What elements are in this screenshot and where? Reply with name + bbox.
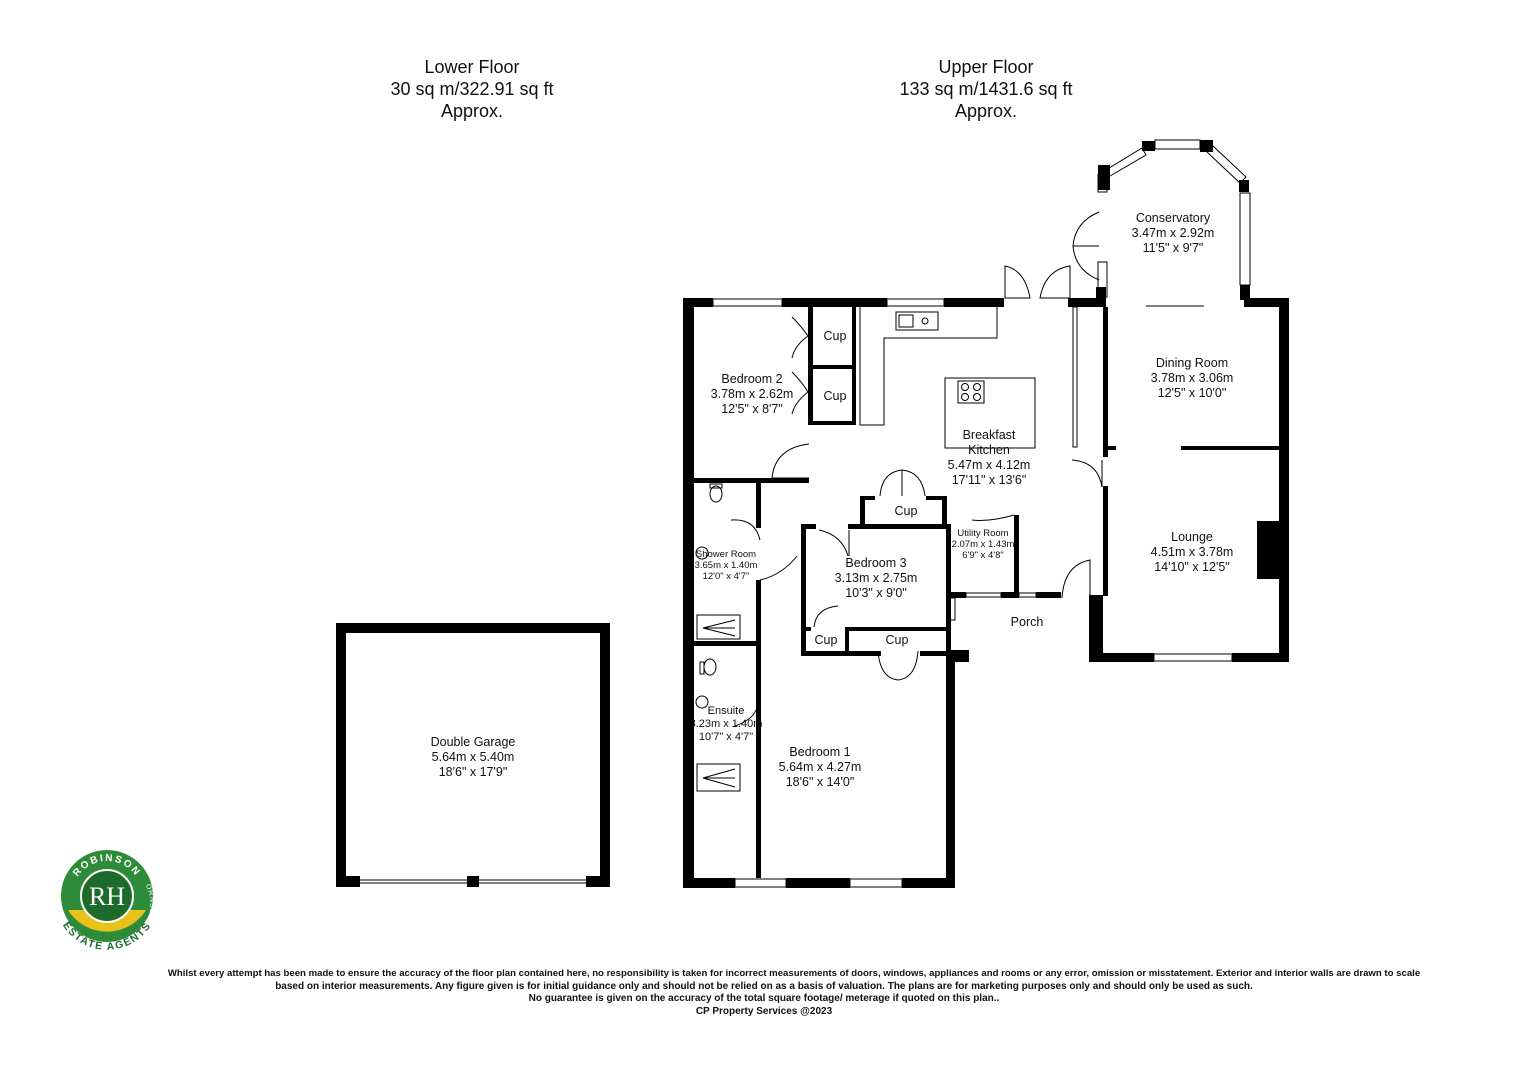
sink-icon <box>895 311 939 331</box>
room-metric: 3.78m x 2.62m <box>710 387 794 401</box>
upper-floor-area: 133 sq m/1431.6 sq ft <box>899 79 1073 99</box>
room-metric: 3.78m x 3.06m <box>1150 371 1234 385</box>
room-conservatory: Conservatory 3.47m x 2.92m 11'5" x 9'7" <box>1132 211 1215 256</box>
room-name: Bedroom 1 <box>789 745 851 759</box>
disclaimer-line-1: Whilst every attempt has been made to en… <box>167 968 1421 979</box>
room-bedroom-2: Bedroom 2 3.78m x 2.62m 12'5" x 8'7" <box>711 372 794 417</box>
hob-icon <box>957 380 985 404</box>
room-imperial: 10'3" x 9'0" <box>845 586 907 600</box>
bathroom-fixtures <box>695 483 741 792</box>
door-swings <box>730 211 1103 727</box>
disclaimer: Whilst every attempt has been made to en… <box>0 968 1528 1018</box>
room-metric: 5.47m x 4.12m <box>947 458 1031 472</box>
logo-inner-circle <box>80 869 134 923</box>
room-metric: 5.64m x 4.27m <box>778 760 862 774</box>
basin-icon-shower <box>695 546 709 560</box>
room-name: Lounge <box>1171 530 1213 544</box>
cup-label: Cup <box>823 329 847 343</box>
windows <box>360 139 1251 888</box>
lower-floor-title: Lower Floor <box>424 57 520 77</box>
room-name: Utility Room <box>957 528 1009 539</box>
logo-initials: RH <box>89 882 125 911</box>
shower-tray-icon <box>696 614 741 640</box>
room-imperial: 12'5" x 8'7" <box>721 402 783 416</box>
upper-floor-title: Upper Floor <box>938 57 1034 77</box>
conservatory-mullions <box>1142 140 1213 152</box>
room-metric: 3.13m x 2.75m <box>834 571 918 585</box>
room-kitchen: Breakfast Kitchen 5.47m x 4.12m 17'11" x… <box>948 428 1031 488</box>
room-lounge: Lounge 4.51m x 3.78m 14'10" x 12'5" <box>1151 530 1234 575</box>
cup-label: Cup <box>814 633 838 647</box>
walls <box>336 165 1289 888</box>
toilet-icon-shower <box>709 485 723 503</box>
room-ensuite: Ensuite 3.23m x 1.40m 10'7" x 4'7" <box>690 705 763 744</box>
room-utility: Utility Room 2.07m x 1.43m 6'9" x 4'8" <box>952 528 1015 561</box>
room-metric: 3.65m x 1.40m <box>694 560 758 571</box>
room-bedroom-3: Bedroom 3 3.13m x 2.75m 10'3" x 9'0" <box>835 556 918 601</box>
room-garage: Double Garage 5.64m x 5.40m 18'6" x 17'9… <box>431 735 516 780</box>
lower-floor-area: 30 sq m/322.91 sq ft <box>390 79 554 99</box>
room-imperial: 18'6" x 14'0" <box>785 775 855 789</box>
lower-floor-note: Approx. <box>440 101 504 121</box>
room-name: Shower Room <box>695 549 757 560</box>
room-imperial: 11'5" x 9'7" <box>1142 241 1204 255</box>
cup-label: Cup <box>885 633 909 647</box>
room-metric: 2.07m x 1.43m <box>951 539 1015 550</box>
room-metric: 5.64m x 5.40m <box>431 750 515 764</box>
room-imperial: 10'7" x 4'7" <box>698 731 754 743</box>
shower-tray-icon-ensuite <box>696 763 741 792</box>
room-imperial: 14'10" x 12'5" <box>1154 560 1230 574</box>
room-imperial: 12'0" x 4'7" <box>702 571 750 582</box>
room-name: Conservatory <box>1135 211 1211 225</box>
toilet-icon-ensuite <box>703 658 717 676</box>
room-name: Bedroom 3 <box>845 556 907 570</box>
room-imperial: 12'5" x 10'0" <box>1157 386 1227 400</box>
lower-floor-header: Lower Floor 30 sq m/322.91 sq ft Approx. <box>372 56 572 122</box>
cup-label: Cup <box>823 389 847 403</box>
room-imperial: 6'9" x 4'8" <box>962 550 1004 561</box>
basin-icon-ensuite <box>695 695 709 709</box>
room-name-2: Kitchen <box>968 443 1010 457</box>
disclaimer-line-3: No guarantee is given on the accuracy of… <box>528 993 1000 1004</box>
robinson-hornsby-logo: RH ROBINSON HORNSBY.CO.UK ESTATE AGENTS <box>50 848 154 953</box>
cup-label: Cup <box>894 504 918 518</box>
disclaimer-line-2: based on interior measurements. Any figu… <box>275 980 1253 992</box>
room-metric: 3.47m x 2.92m <box>1131 226 1215 240</box>
room-name: Double Garage <box>430 735 516 749</box>
room-name: Dining Room <box>1155 356 1229 370</box>
upper-floor-header: Upper Floor 133 sq m/1431.6 sq ft Approx… <box>876 56 1096 122</box>
room-bedroom-1: Bedroom 1 5.64m x 4.27m 18'6" x 14'0" <box>779 745 862 790</box>
room-dining: Dining Room 3.78m x 3.06m 12'5" x 10'0" <box>1151 356 1234 401</box>
room-name: Breakfast <box>962 428 1016 442</box>
room-metric: 4.51m x 3.78m <box>1150 545 1234 559</box>
upper-floor-note: Approx. <box>954 101 1018 121</box>
porch-label: Porch <box>1010 615 1044 629</box>
disclaimer-line-4: CP Property Services @2023 <box>695 1005 833 1017</box>
room-metric: 3.23m x 1.40m <box>689 718 763 730</box>
room-name: Bedroom 2 <box>721 372 783 386</box>
room-imperial: 18'6" x 17'9" <box>438 765 508 779</box>
room-name: Ensuite <box>707 705 745 717</box>
kitchen-worktop <box>859 306 1078 449</box>
room-shower: Shower Room 3.65m x 1.40m 12'0" x 4'7" <box>695 549 758 582</box>
room-imperial: 17'11" x 13'6" <box>951 473 1027 487</box>
